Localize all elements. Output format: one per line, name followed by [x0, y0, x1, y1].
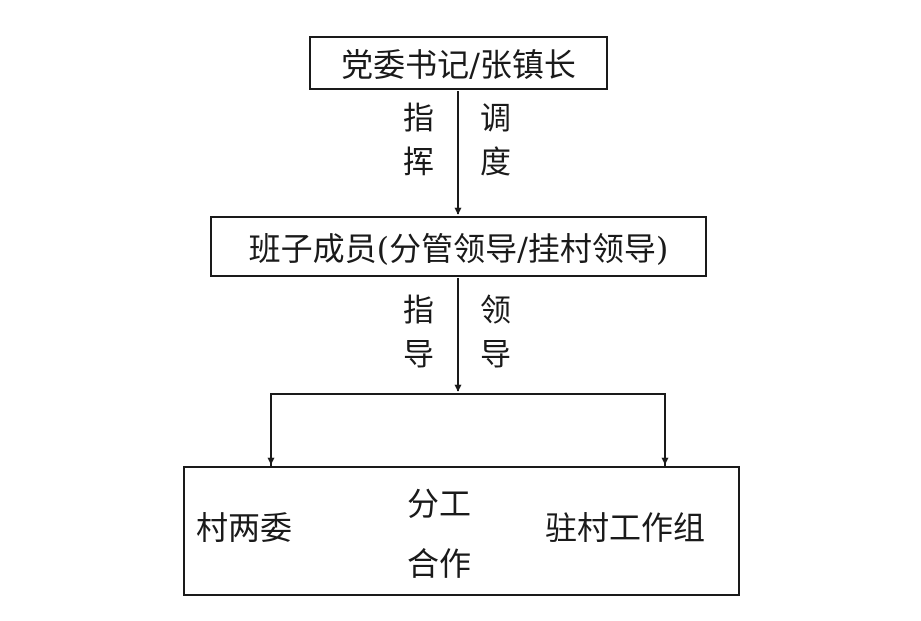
- node-team-members: 班子成员(分管领导/挂村领导): [210, 216, 707, 277]
- node-village-work-team: 驻村工作组: [545, 509, 706, 547]
- edge-label-guide-1: 指: [403, 293, 434, 329]
- edge-label-cooperation: 合作: [407, 545, 472, 583]
- edge-label-dispatch-1: 调: [480, 101, 511, 137]
- edge-label-guide-2: 导: [403, 337, 434, 373]
- edge-label-dispatch-2: 度: [480, 145, 511, 181]
- node-team-members-label: 班子成员(分管领导/挂村领导): [248, 229, 669, 268]
- edge-label-lead-2: 导: [480, 337, 511, 373]
- edge-label-command-1: 指: [403, 101, 434, 137]
- node-village-committees: 村两委: [196, 509, 293, 547]
- node-party-secretary: 党委书记/张镇长: [309, 36, 608, 90]
- edge-label-command-2: 挥: [403, 145, 434, 181]
- node-party-secretary-label: 党委书记/张镇长: [341, 46, 576, 84]
- branch-bar: [270, 393, 666, 466]
- edge-label-lead-1: 领: [480, 293, 511, 329]
- node-bottom-group: [183, 466, 740, 596]
- edge-label-division: 分工: [407, 485, 472, 523]
